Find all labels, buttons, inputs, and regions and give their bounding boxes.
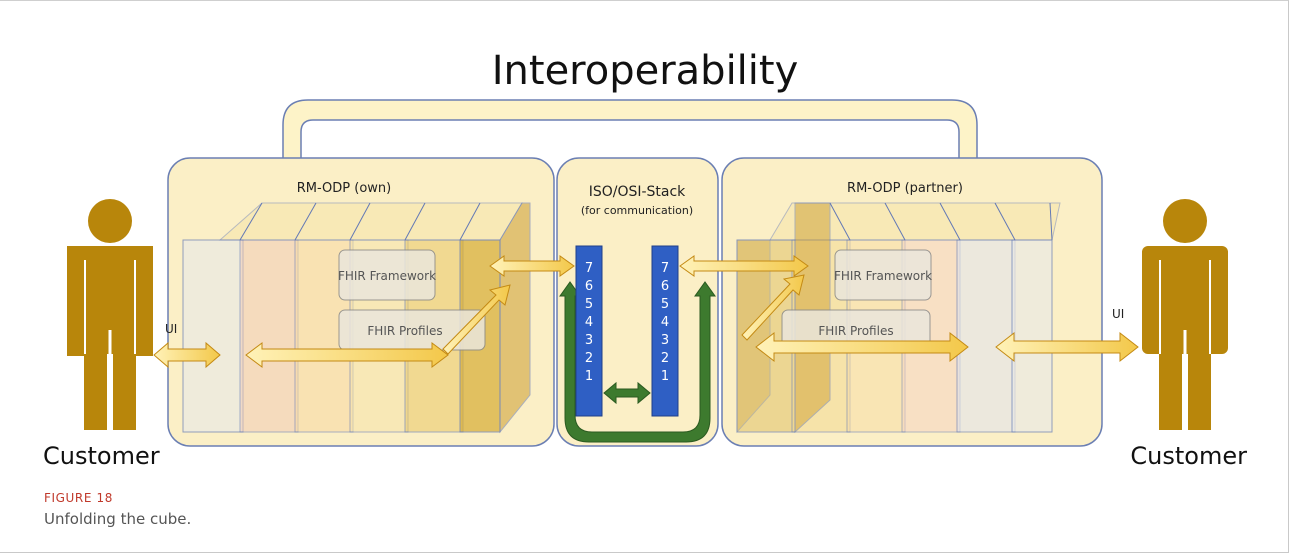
osi-layer-number: 1 (585, 369, 593, 384)
osi-layer-number: 6 (585, 279, 593, 294)
left-panel-label: RM-ODP (own) (297, 181, 392, 196)
left-fhir-profiles-label: FHIR Profiles (367, 324, 442, 338)
right-stack-layers: 7 6 5 4 3 2 1 (661, 261, 669, 384)
diagram-title: Interoperability (492, 48, 799, 94)
right-panel-label: RM-ODP (partner) (847, 181, 963, 196)
osi-layer-number: 2 (661, 351, 669, 366)
right-ui-label: UI (1112, 307, 1124, 321)
iso-osi-subtitle: (for communication) (581, 204, 693, 217)
osi-layer-number: 4 (661, 315, 669, 330)
left-osi-stack (575, 245, 603, 417)
right-fhir-framework-label: FHIR Framework (834, 269, 932, 283)
osi-layer-number: 3 (585, 333, 593, 348)
figure-number: FIGURE 18 (44, 491, 113, 505)
osi-layer-number: 6 (661, 279, 669, 294)
figure-caption: Unfolding the cube. (44, 510, 192, 528)
osi-layer-number: 5 (585, 297, 593, 312)
stack-link-arrow (603, 381, 651, 405)
right-fhir-framework-box (834, 249, 932, 301)
osi-layer-number: 7 (585, 261, 593, 276)
osi-layer-number: 3 (661, 333, 669, 348)
left-fhir-framework-label: FHIR Framework (338, 269, 436, 283)
osi-layer-number: 7 (661, 261, 669, 276)
right-customer-label: Customer (1130, 442, 1247, 470)
left-stack-layers: 7 6 5 4 3 2 1 (585, 261, 593, 384)
left-fhir-framework-box (338, 249, 436, 301)
iso-osi-title: ISO/OSI-Stack (589, 184, 686, 200)
left-customer-label: Customer (43, 442, 160, 470)
osi-layer-number: 1 (661, 369, 669, 384)
osi-layer-number: 2 (585, 351, 593, 366)
left-ui-label: UI (165, 322, 177, 336)
osi-layer-number: 5 (661, 297, 669, 312)
yellow-arrows (153, 255, 1139, 369)
right-customer-figure (1142, 199, 1228, 430)
osi-layer-number: 4 (585, 315, 593, 330)
right-osi-stack (651, 245, 679, 417)
right-fhir-profiles-label: FHIR Profiles (818, 324, 893, 338)
green-u-arrow (559, 281, 716, 443)
left-customer-figure (67, 199, 153, 430)
